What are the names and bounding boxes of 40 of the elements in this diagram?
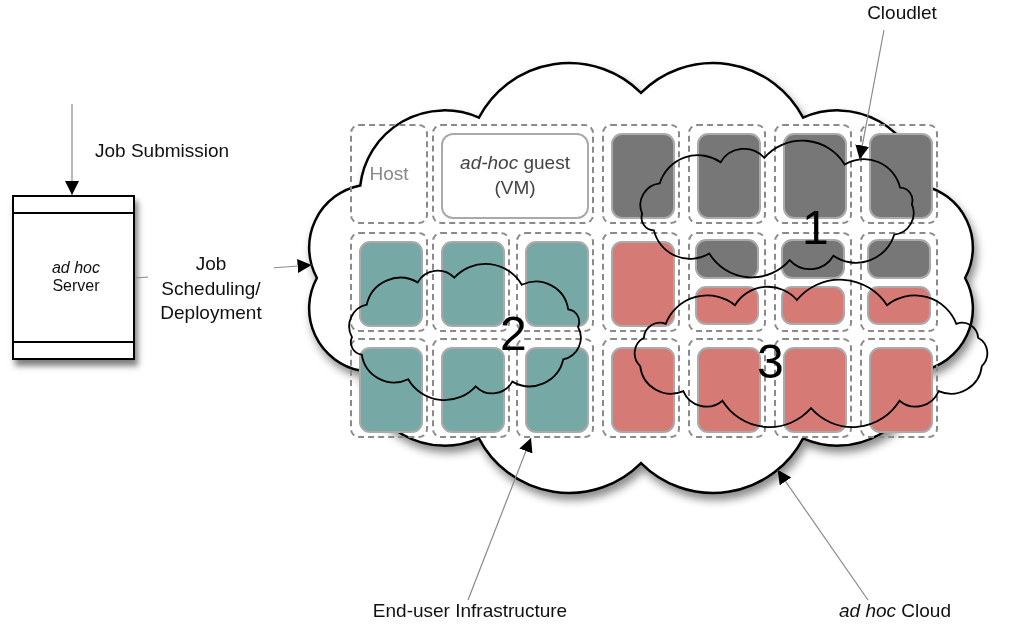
server-box	[12, 195, 135, 360]
host-box	[350, 338, 428, 438]
vm-box	[525, 241, 589, 327]
vm-box	[695, 239, 759, 279]
vm-box	[611, 133, 675, 219]
vm-box	[869, 133, 933, 219]
vm-box	[869, 347, 933, 433]
edge-label: Job Submission	[95, 140, 230, 162]
vm-box	[525, 347, 589, 433]
vm-box: ad-hoc guest (VM)	[441, 133, 589, 219]
vm-box	[359, 241, 423, 327]
host-box	[860, 338, 938, 438]
vm-box	[867, 286, 931, 325]
arrow	[776, 469, 869, 601]
server-label: ad hoc Server	[50, 259, 101, 295]
vm-box	[781, 286, 845, 325]
vm-box	[359, 347, 423, 433]
vm-box	[783, 347, 847, 433]
cloudlet-number: 1	[802, 204, 829, 252]
arrow	[65, 103, 79, 196]
host-box	[602, 124, 680, 224]
vm-box	[611, 347, 675, 433]
host-box	[602, 338, 680, 438]
arrow	[467, 437, 533, 601]
host-box	[432, 124, 594, 224]
cloudlet-number: 3	[757, 338, 784, 386]
cloudlet-number: 2	[500, 310, 527, 358]
vm-box	[697, 133, 761, 219]
callout-label: End-user Infrastructure	[345, 600, 595, 628]
arrow	[855, 29, 885, 160]
callout-label: Cloudlet	[852, 2, 952, 30]
host-box	[602, 232, 680, 332]
host-box	[688, 124, 766, 224]
vm-box	[695, 286, 759, 325]
vm-box	[697, 347, 761, 433]
host-box	[860, 124, 938, 224]
callout-label: ad hoc Cloud	[820, 600, 970, 628]
host-box: Host	[350, 124, 428, 224]
host-box	[350, 232, 428, 332]
vm-box	[611, 241, 675, 327]
